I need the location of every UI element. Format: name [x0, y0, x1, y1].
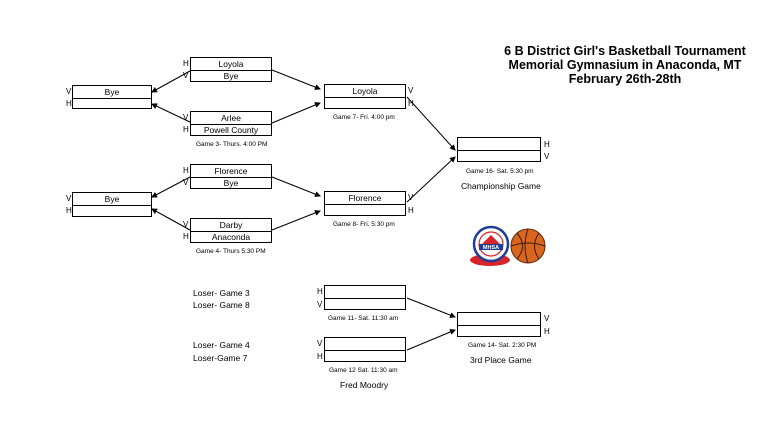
team-slot: Bye	[223, 178, 239, 188]
side-label-v: V	[183, 178, 189, 187]
game-caption: Game 4- Thurs 5:30 PM	[196, 248, 266, 255]
bracket-box-game12	[324, 337, 406, 362]
team-slot	[325, 286, 405, 299]
bracket-box-game16	[457, 137, 541, 162]
bracket-box-game3b: Arlee Powell County	[190, 111, 272, 136]
loser-label: Loser- Game 3	[193, 288, 250, 298]
team-slot	[73, 98, 151, 110]
team-slot: Powell County	[203, 125, 259, 135]
line-game3a-to-game7	[271, 69, 321, 90]
bracket-box-game4a: Florence Bye	[190, 164, 272, 189]
title-line-1: 6 B District Girl's Basketball Tournamen…	[504, 44, 746, 58]
team-slot: Arlee	[191, 112, 271, 125]
game-caption: Game 16- Sat. 5:30 pm	[466, 168, 534, 175]
bracket-box-game11	[324, 285, 406, 310]
side-label-h: H	[183, 59, 189, 68]
team-slot	[325, 97, 405, 109]
side-label-h: H	[317, 352, 323, 361]
side-label-h: H	[317, 287, 323, 296]
line-game3b-to-game7	[271, 102, 321, 124]
team-slot: Loyola	[191, 58, 271, 71]
game-caption: Game 14- Sat. 2:30 PM	[468, 342, 537, 349]
logo-text: MHSA	[483, 245, 499, 251]
line-game4b-to-bye	[151, 208, 191, 231]
team-slot: Bye	[223, 71, 239, 81]
game-caption: Game 7- Fri. 4:00 pm	[333, 114, 395, 121]
side-label-v: V	[544, 152, 550, 161]
team-slot: Florence	[325, 192, 405, 205]
line-game12-to-game14	[406, 329, 456, 351]
game-caption: Game 8- Fri. 5:30 pm	[333, 221, 395, 228]
team-slot: Anaconda	[211, 232, 251, 242]
side-label-h: H	[183, 125, 189, 134]
side-label-v: V	[317, 300, 323, 309]
loser-label: Loser- Game 4	[193, 340, 250, 350]
bracket-box-bye-top: Bye	[72, 85, 152, 109]
side-label-h: H	[408, 206, 414, 215]
team-slot	[458, 325, 540, 337]
game-caption: Game 11- Sat. 11:30 am	[328, 315, 399, 322]
team-slot: Florence	[191, 165, 271, 178]
team-slot	[325, 350, 405, 362]
third-place-label: 3rd Place Game	[470, 355, 532, 365]
title-line-3: February 26th-28th	[568, 72, 682, 86]
bracket-box-game14	[457, 312, 541, 337]
bracket-box-game4b: Darby Anaconda	[190, 218, 272, 243]
team-slot: Loyola	[325, 85, 405, 98]
side-label-v: V	[66, 194, 72, 203]
line-game7-to-game16	[406, 96, 456, 151]
side-label-v: V	[183, 113, 189, 122]
side-label-v: V	[544, 314, 550, 323]
team-slot	[325, 298, 405, 310]
side-label-v: V	[317, 339, 323, 348]
side-label-h: H	[66, 99, 72, 108]
side-label-v: V	[183, 220, 189, 229]
team-slot: Bye	[73, 193, 151, 206]
side-label-h: H	[544, 140, 550, 149]
team-slot	[458, 150, 540, 162]
side-label-h: H	[183, 166, 189, 175]
team-slot	[325, 338, 405, 351]
team-slot: Darby	[191, 219, 271, 232]
line-game3b-to-bye	[151, 103, 191, 123]
loser-label: Loser- Game 8	[193, 300, 250, 310]
line-game4a-to-bye	[151, 176, 191, 198]
side-label-v: V	[408, 86, 414, 95]
bracket-box-game3a: Loyola Bye	[190, 57, 272, 82]
line-game8-to-game16	[406, 156, 456, 203]
side-label-h: H	[183, 232, 189, 241]
game12-label: Fred Moodry	[340, 380, 389, 390]
tournament-title: 6 B District Girl's Basketball Tournamen…	[500, 44, 750, 86]
title-line-2: Memorial Gymnasium in Anaconda, MT	[508, 58, 742, 72]
side-label-h: H	[66, 206, 72, 215]
championship-label: Championship Game	[461, 181, 541, 191]
line-game4a-to-game8	[271, 176, 321, 197]
side-label-v: V	[66, 87, 72, 96]
bracket-box-game8: Florence	[324, 191, 406, 216]
game-caption: Game 12 Sat. 11:30 am	[329, 367, 398, 374]
line-game3a-to-bye	[151, 70, 191, 93]
line-game11-to-game14	[406, 297, 456, 318]
side-label-h: H	[544, 327, 550, 336]
line-game4b-to-game8	[271, 210, 321, 231]
side-label-v: V	[183, 71, 189, 80]
game-caption: Game 3- Thurs. 4:00 PM	[196, 141, 268, 148]
team-slot: Bye	[73, 86, 151, 99]
mhsa-logo-icon: MHSA	[470, 225, 546, 266]
side-label-h: H	[408, 99, 414, 108]
team-slot	[73, 205, 151, 217]
team-slot	[458, 313, 540, 326]
team-slot	[325, 204, 405, 216]
loser-label: Loser-Game 7	[193, 353, 248, 363]
bracket-box-bye-bottom: Bye	[72, 192, 152, 217]
bracket-box-game7: Loyola	[324, 84, 406, 109]
team-slot	[458, 138, 540, 151]
side-label-v: V	[408, 193, 414, 202]
